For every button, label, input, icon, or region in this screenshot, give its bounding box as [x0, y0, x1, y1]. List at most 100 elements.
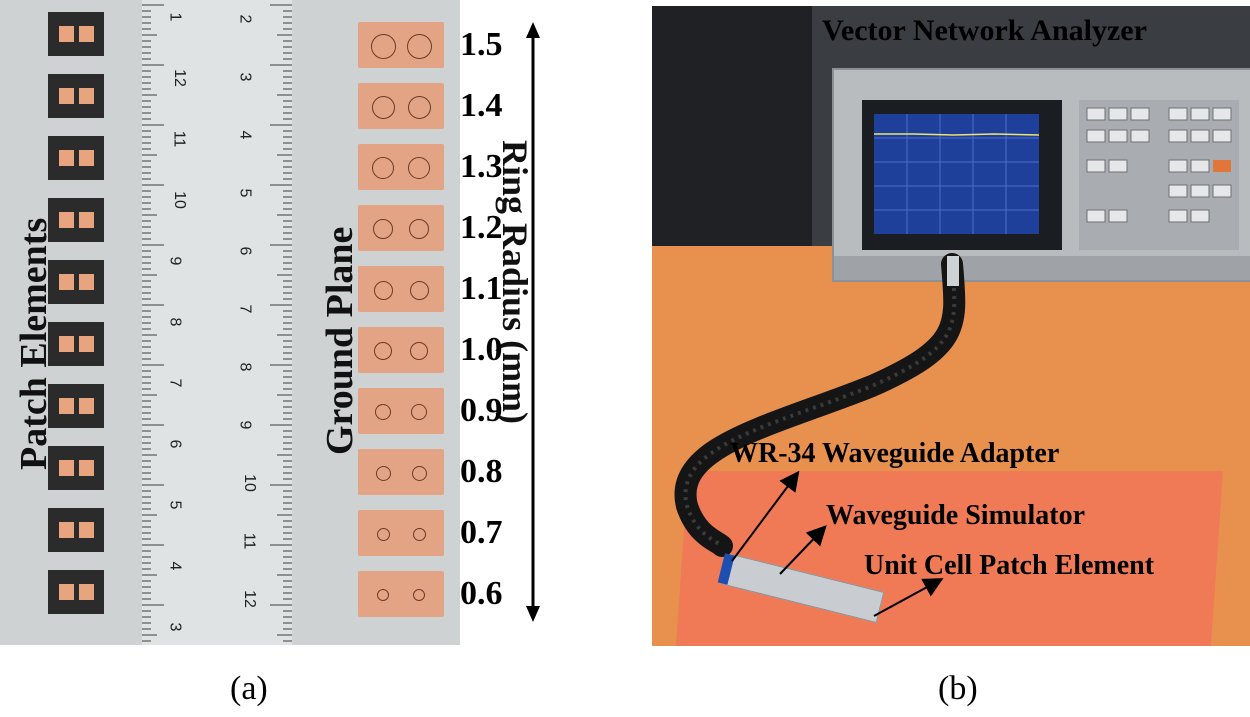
patch-element-tile [48, 570, 104, 614]
ruler-number: 7 [236, 304, 254, 314]
ring-slot [375, 404, 391, 420]
double-arrow-icon [526, 22, 540, 622]
ruler-number: 11 [240, 532, 258, 550]
panel-a-photo: Patch Elements Ground Plane Ring Radius … [0, 0, 620, 650]
ring-slot [410, 342, 428, 360]
patch-element-tile [48, 260, 104, 304]
patch-element-tile [48, 12, 104, 56]
ruler-number: 10 [240, 474, 258, 492]
vna-port-strip [834, 256, 1250, 280]
callout-arrows [731, 470, 944, 617]
radius-value: 1.0 [460, 331, 503, 368]
ring-slot [375, 465, 391, 481]
ring-slot [406, 33, 432, 59]
copper-patch [59, 274, 74, 290]
ground-plane-tile [358, 510, 444, 556]
vna-display [874, 114, 1039, 234]
vna-buttons [1086, 107, 1232, 223]
ground-plane-tile [358, 205, 444, 251]
copper-patch [59, 88, 74, 104]
ruler-number: 4 [166, 561, 184, 571]
ruler-number: 8 [236, 362, 254, 372]
panel-b-photo: Vector Network Analyzer WR-34 Waveguide … [652, 6, 1250, 646]
ring-slot [411, 404, 427, 420]
ground-plane-tile [358, 571, 444, 617]
copper-patch [79, 88, 94, 104]
ruler-number: 11 [170, 130, 188, 148]
caption-b: (b) [938, 670, 978, 707]
ruler-number: 12 [170, 69, 188, 87]
ruler-number: 6 [166, 439, 184, 449]
ground-plane-tile [358, 388, 444, 434]
vna-grid [874, 114, 1039, 234]
patch-element-tile [48, 322, 104, 366]
copper-patch [59, 584, 74, 600]
unit-cell-patch-label: Unit Cell Patch Element [864, 550, 1155, 581]
patch-element-tile [48, 198, 104, 242]
radius-value: 1.5 [460, 26, 503, 63]
copper-patch [79, 274, 94, 290]
ruler-ticks [142, 4, 292, 642]
ruler-number: 10 [170, 191, 188, 209]
ground-plane-label: Ground Plane [319, 226, 361, 455]
copper-patch [79, 584, 94, 600]
ring-slot [373, 219, 393, 239]
ring-slot [373, 280, 393, 300]
ruler-number: 5 [166, 500, 184, 510]
ground-plane-tile [358, 83, 444, 129]
ring-slot [409, 219, 429, 239]
vna-keypad [1079, 100, 1239, 250]
copper-patch [79, 398, 94, 414]
copper-patch [59, 336, 74, 352]
patch-element-tile [48, 384, 104, 428]
radius-value: 0.9 [460, 392, 503, 429]
ring-slot [374, 342, 392, 360]
ring-slot [377, 589, 389, 601]
copper-patch [59, 522, 74, 538]
copper-patch [59, 26, 74, 42]
ring-slot [412, 527, 426, 541]
copper-patch [79, 150, 94, 166]
ground-plane-tile [358, 449, 444, 495]
ring-slot [370, 33, 396, 59]
ring-slot [372, 157, 394, 179]
ring-slot [413, 589, 425, 601]
ruler-number: 1 [166, 12, 184, 22]
caption-a: (a) [230, 670, 268, 707]
radius-value: 0.7 [460, 514, 503, 551]
radius-value: 1.2 [460, 209, 503, 246]
ruler-number: 7 [166, 378, 184, 388]
ground-plane-tile [358, 22, 444, 68]
copper-patch [79, 26, 94, 42]
ruler-number: 2 [236, 14, 254, 24]
radius-value: 1.4 [460, 87, 503, 124]
waveguide-simulator-label: Waveguide Simulator [826, 500, 1086, 531]
ground-plane-tile [358, 327, 444, 373]
ground-plane-tile [358, 266, 444, 312]
radius-value: 1.1 [460, 270, 503, 307]
copper-patch [79, 460, 94, 476]
patch-element-tile [48, 74, 104, 118]
coax-cable [674, 253, 966, 557]
ring-slot [376, 527, 390, 541]
vector-network-analyzer [832, 68, 1250, 282]
copper-patch [79, 212, 94, 228]
patch-element-tile [48, 136, 104, 180]
patch-element-tile [48, 446, 104, 490]
ruler-number: 5 [236, 188, 254, 198]
ring-slot [411, 465, 427, 481]
ruler-number: 9 [236, 420, 254, 430]
ruler-number: 4 [236, 130, 254, 140]
copper-patch [59, 398, 74, 414]
ruler-number: 6 [236, 246, 254, 256]
radius-value: 1.3 [460, 148, 503, 185]
ring-slot [409, 280, 429, 300]
ruler [142, 0, 292, 645]
waveguide-adapter-label: WR-34 Waveguide Adapter [730, 438, 1060, 469]
copper-patch [79, 522, 94, 538]
copper-patch [59, 460, 74, 476]
ruler-number: 9 [166, 256, 184, 266]
patch-element-tile [48, 508, 104, 552]
radius-value: 0.6 [460, 575, 503, 612]
radius-value: 0.8 [460, 453, 503, 490]
